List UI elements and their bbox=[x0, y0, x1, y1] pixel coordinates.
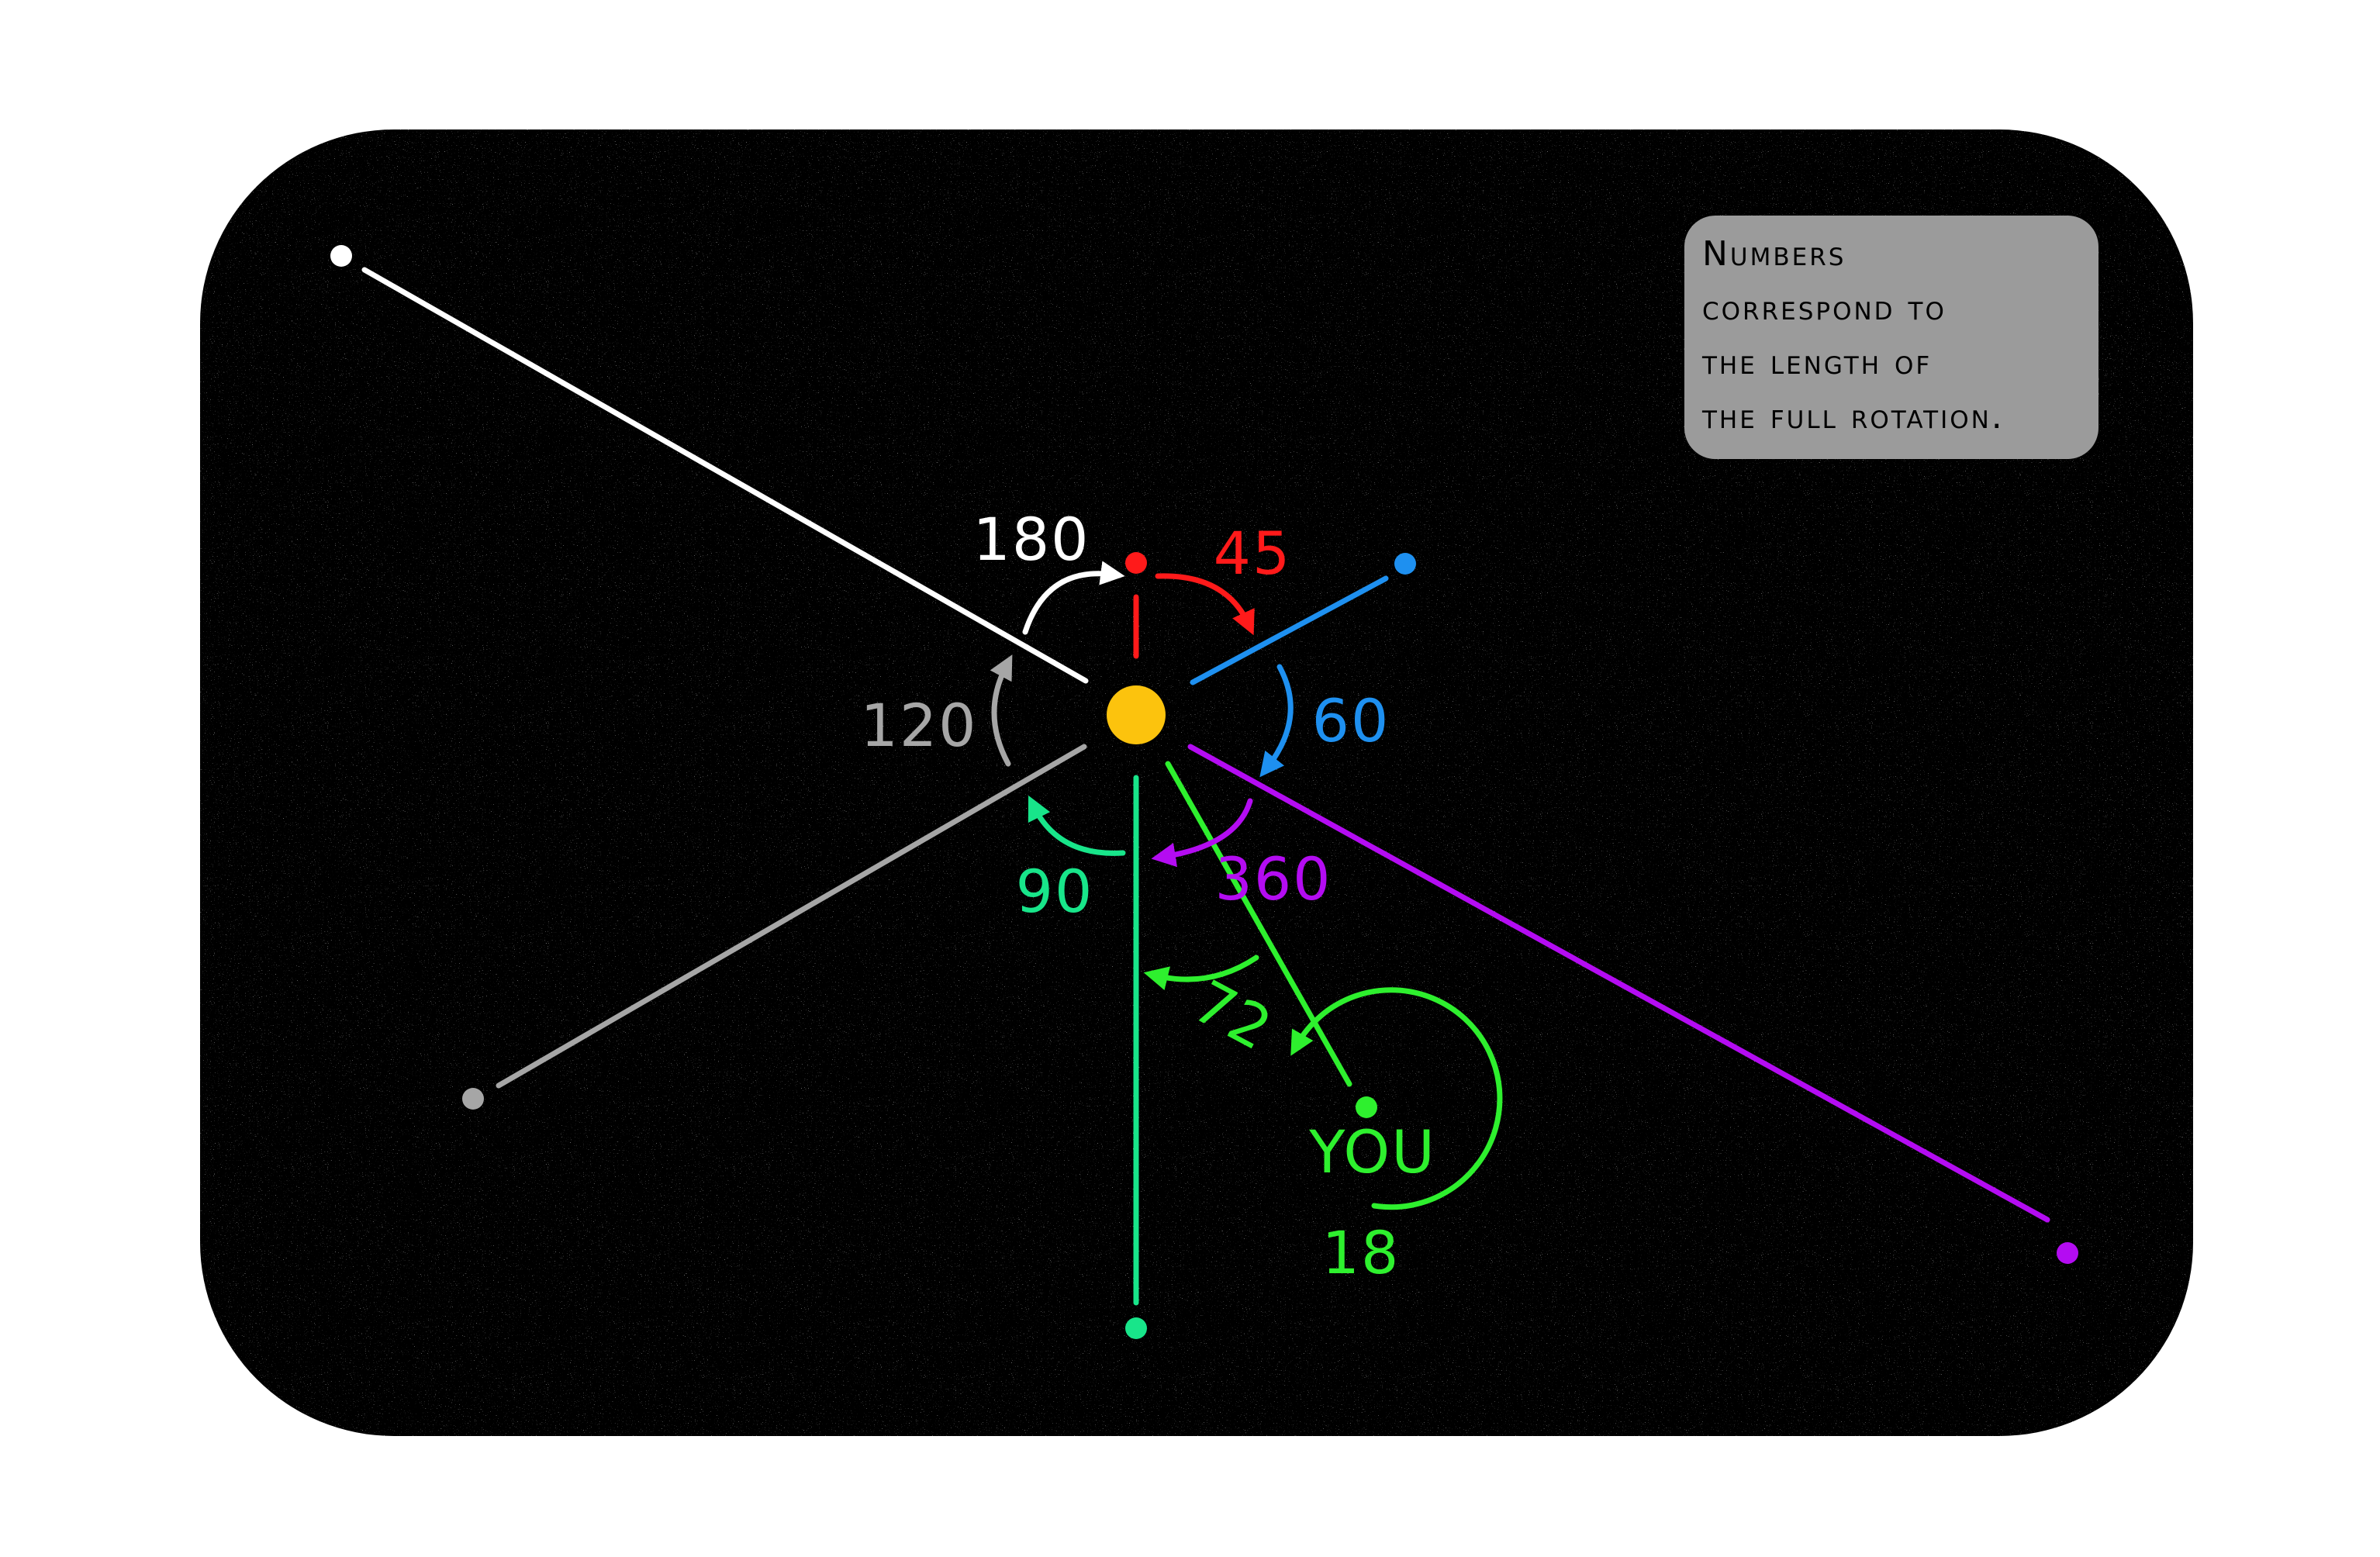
label-you: YOU bbox=[1308, 1117, 1436, 1186]
you-rotation-arrow bbox=[1290, 987, 1503, 1210]
gray-rotation-arrow bbox=[990, 654, 1013, 767]
planets bbox=[330, 245, 2078, 1339]
label-60: 60 bbox=[1312, 686, 1390, 755]
you-planet bbox=[1356, 1096, 1377, 1118]
note-line-2: correspond to bbox=[1702, 288, 1946, 328]
sun bbox=[1107, 685, 1166, 744]
label-90: 90 bbox=[1016, 857, 1094, 926]
note-background bbox=[1684, 216, 2098, 459]
purple-arm bbox=[1187, 744, 2050, 1223]
note-line-3: the length of bbox=[1701, 343, 1932, 382]
white-rotation-arrow bbox=[1022, 561, 1125, 635]
red-rotation-arrow bbox=[1155, 573, 1255, 636]
orbit-arms bbox=[361, 267, 2050, 1306]
purple-rotation-arrow bbox=[1151, 798, 1253, 868]
green-arm bbox=[1165, 761, 1352, 1087]
note-line-4: the full rotation. bbox=[1701, 397, 2005, 437]
purple-planet bbox=[2057, 1242, 2078, 1264]
note-line-1: Numbers bbox=[1702, 234, 1846, 274]
blue-rotation-arrow bbox=[1259, 664, 1294, 778]
label-45: 45 bbox=[1214, 519, 1292, 588]
blue-arm bbox=[1190, 575, 1389, 685]
green-rotation-arrow bbox=[1143, 955, 1259, 991]
gray-arm bbox=[496, 744, 1087, 1089]
period-labels: 180 45 60 120 90 360 72 YOU 18 bbox=[860, 505, 1436, 1287]
teal-planet bbox=[1125, 1317, 1147, 1339]
teal-rotation-arrow bbox=[1028, 795, 1126, 856]
label-18: 18 bbox=[1322, 1218, 1401, 1287]
blue-planet bbox=[1394, 553, 1416, 575]
label-120: 120 bbox=[860, 691, 977, 760]
gray-planet bbox=[462, 1088, 484, 1110]
red-planet bbox=[1125, 552, 1147, 574]
white-planet bbox=[330, 245, 352, 267]
rotation-arrows bbox=[990, 561, 1503, 1210]
note-box: Numbers correspond to the length of the … bbox=[1684, 216, 2098, 459]
white-arm bbox=[361, 267, 1089, 684]
label-180: 180 bbox=[972, 505, 1090, 574]
label-360: 360 bbox=[1214, 844, 1332, 913]
